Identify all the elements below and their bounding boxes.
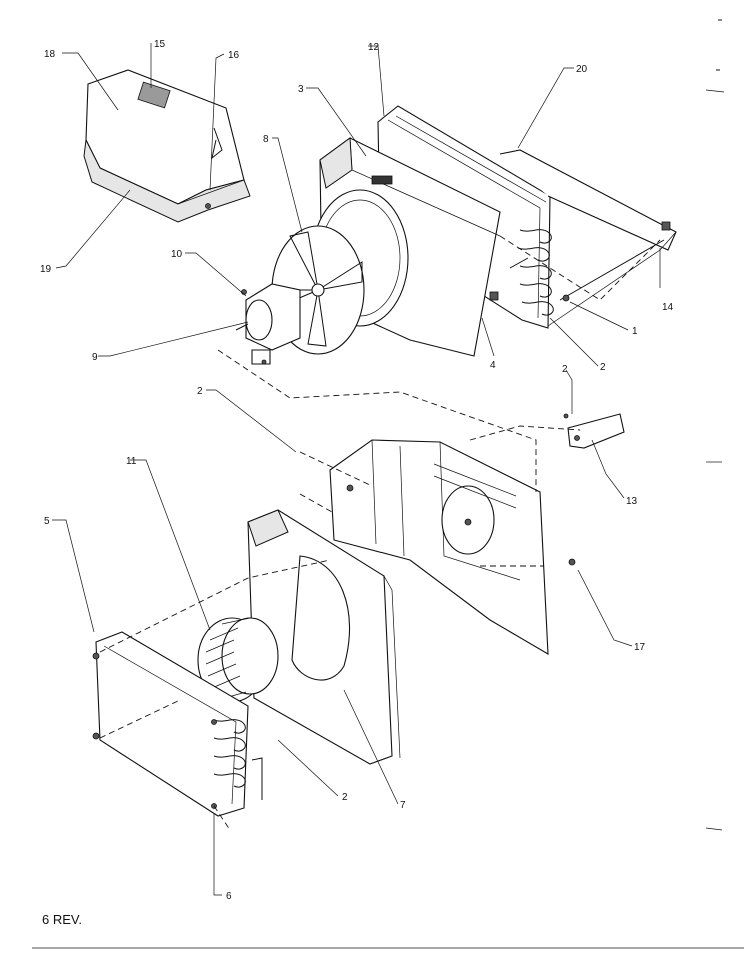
blower-housing bbox=[247, 509, 401, 765]
callout-6: 6 bbox=[226, 891, 232, 902]
callout-2-chassis: 2 bbox=[197, 386, 203, 397]
evaporator-tubes bbox=[213, 719, 263, 800]
callout-20: 20 bbox=[576, 64, 588, 75]
callout-2-bracket: 2 bbox=[562, 364, 568, 375]
revision-note: 6 REV. bbox=[42, 912, 82, 927]
callout-3: 3 bbox=[298, 84, 304, 95]
scan-marks bbox=[32, 19, 744, 949]
callout-15: 15 bbox=[154, 39, 166, 50]
coil-tubes bbox=[509, 229, 554, 316]
callout-17: 17 bbox=[634, 642, 646, 653]
evaporator-coil bbox=[92, 631, 263, 817]
callout-2-evap: 2 bbox=[342, 792, 348, 803]
callout-14: 14 bbox=[662, 302, 674, 313]
callout-1: 1 bbox=[632, 326, 638, 337]
callout-7: 7 bbox=[400, 800, 406, 811]
fan-motor-assembly bbox=[235, 225, 365, 365]
mounting-bracket bbox=[563, 413, 625, 449]
callout-16: 16 bbox=[228, 50, 240, 61]
callout-11: 11 bbox=[126, 456, 137, 467]
callout-19: 19 bbox=[40, 264, 52, 275]
callout-13: 13 bbox=[626, 496, 638, 507]
callout-12: 12 bbox=[368, 42, 380, 53]
main-chassis bbox=[329, 439, 576, 655]
callout-10: 10 bbox=[171, 249, 183, 260]
callout-9: 9 bbox=[92, 352, 98, 363]
callout-8: 8 bbox=[263, 134, 269, 145]
top-cover-assembly bbox=[83, 69, 251, 223]
callout-5: 5 bbox=[44, 516, 50, 527]
callout-labels: 18 15 16 12 20 3 8 19 10 14 1 4 2 9 2 2 … bbox=[40, 39, 674, 902]
assembly-lines bbox=[99, 235, 661, 831]
callout-4: 4 bbox=[490, 360, 496, 371]
callout-2-coil: 2 bbox=[600, 362, 606, 373]
leader-lines bbox=[52, 43, 661, 896]
callout-18: 18 bbox=[44, 49, 56, 60]
blower-wheel bbox=[197, 617, 279, 703]
